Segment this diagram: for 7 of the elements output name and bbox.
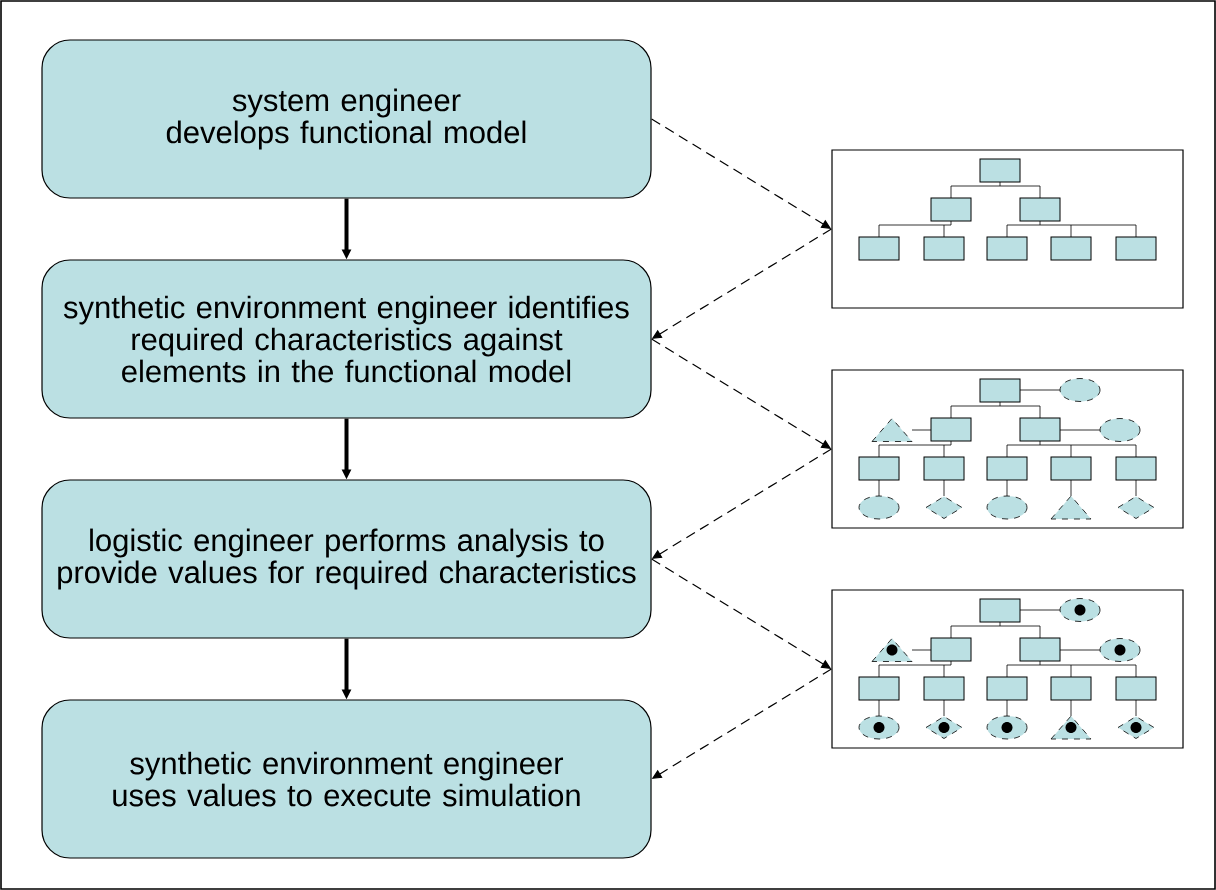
process-box: logistic engineer performs analysis to provide values for required characteristics [41,479,652,639]
tree-diagram-drawing [831,589,1184,749]
process-box: synthetic environment engineer identifies required characteristics against elements in the functional model [41,259,652,419]
tree-diagram-drawing [831,369,1184,529]
tree-diagram-drawing [831,149,1184,309]
process-box: system engineer develops functional model [41,39,652,199]
process-box: synthetic environment engineer uses values to execute simulation [41,699,652,859]
